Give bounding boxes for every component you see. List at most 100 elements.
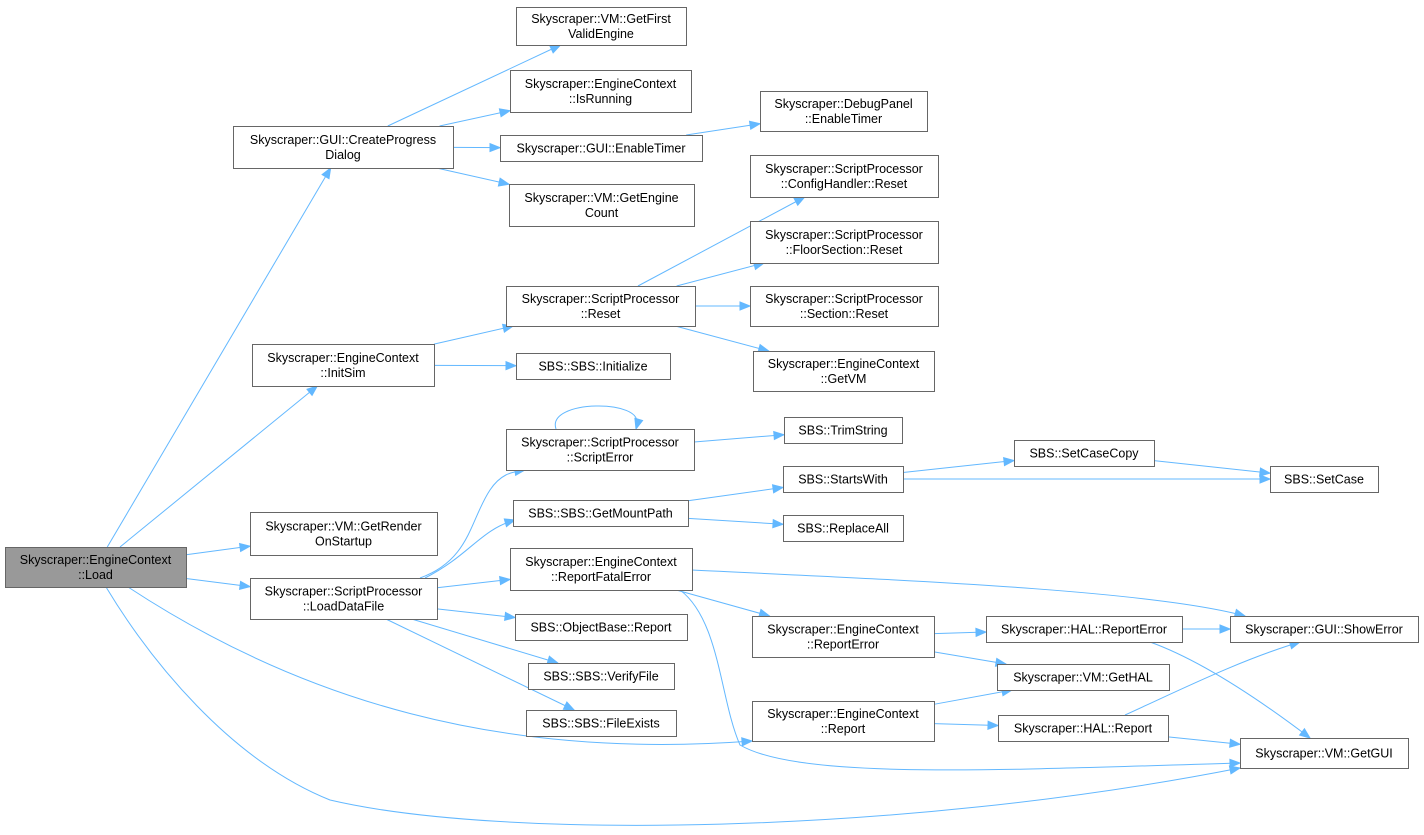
- node-getvm[interactable]: Skyscraper::EngineContext::GetVM: [753, 351, 935, 392]
- edge-line: [1149, 641, 1311, 739]
- arrowhead-icon: [498, 108, 512, 118]
- node-objreport[interactable]: SBS::ObjectBase::Report: [515, 614, 688, 641]
- edge-line: [686, 123, 761, 136]
- edge-reportfatal-to-getgui: [679, 589, 1242, 771]
- node-label: Dialog: [325, 148, 360, 162]
- node-gethal[interactable]: Skyscraper::VM::GetHAL: [997, 664, 1170, 691]
- node-box: [500, 135, 703, 162]
- edge-ecreporterror-to-gethal: [933, 651, 1008, 667]
- edge-line: [424, 519, 516, 579]
- edge-load-to-initsim: [119, 385, 319, 548]
- node-label: ::Report: [821, 722, 866, 736]
- edge-load-to-ecreport: [127, 586, 754, 747]
- node-getgui[interactable]: Skyscraper::VM::GetGUI: [1240, 738, 1409, 769]
- node-gui_enabletimer[interactable]: Skyscraper::GUI::EnableTimer: [500, 135, 703, 162]
- node-getmountpath[interactable]: SBS::SBS::GetMountPath: [513, 500, 689, 527]
- node-box: [752, 701, 935, 742]
- node-label: ValidEngine: [568, 27, 634, 41]
- arrowhead-icon: [1229, 758, 1242, 769]
- node-box: [750, 286, 939, 327]
- node-setcase[interactable]: SBS::SetCase: [1270, 466, 1379, 493]
- node-label: Skyscraper::VM::GetFirst: [531, 12, 671, 26]
- node-sectionreset[interactable]: Skyscraper::ScriptProcessor::Section::Re…: [750, 286, 939, 327]
- node-box: [1240, 738, 1409, 769]
- edge-loaddatafile-to-reportfatal: [436, 575, 512, 589]
- arrowhead-icon: [773, 430, 786, 441]
- node-label: Skyscraper::ScriptProcessor: [765, 292, 923, 306]
- node-fileexists[interactable]: SBS::SBS::FileExists: [526, 710, 677, 737]
- node-halreporterror[interactable]: Skyscraper::HAL::ReportError: [986, 616, 1183, 643]
- node-reportfatal[interactable]: Skyscraper::EngineContext::ReportFatalEr…: [510, 548, 693, 591]
- edge-scripterror-to-scripterror: [555, 405, 644, 431]
- arrowhead-icon: [1219, 624, 1232, 634]
- node-label: Skyscraper::VM::GetRender: [265, 520, 421, 534]
- node-replaceall[interactable]: SBS::ReplaceAll: [783, 515, 904, 542]
- node-label: OnStartup: [315, 535, 372, 549]
- node-label: Count: [585, 206, 619, 220]
- node-label: SBS::TrimString: [798, 424, 887, 438]
- node-box: [986, 616, 1183, 643]
- node-scripterror[interactable]: Skyscraper::ScriptProcessor::ScriptError: [506, 429, 695, 471]
- edge-load-to-loaddatafile: [185, 577, 252, 591]
- node-label: SBS::ObjectBase::Report: [530, 621, 672, 635]
- node-box: [506, 429, 695, 471]
- arrowhead-icon: [505, 360, 518, 371]
- node-label: ::EnableTimer: [805, 112, 882, 126]
- node-box: [250, 512, 438, 556]
- arrowhead-icon: [238, 542, 252, 553]
- edge-line: [676, 589, 770, 617]
- edge-createprogress-to-getenginecount: [436, 167, 511, 187]
- edge-line: [436, 608, 516, 618]
- node-box: [528, 663, 675, 690]
- node-label: Skyscraper::VM::GetGUI: [1255, 747, 1393, 761]
- node-setcasecopy[interactable]: SBS::SetCaseCopy: [1014, 440, 1155, 467]
- node-halreport[interactable]: Skyscraper::HAL::Report: [998, 715, 1169, 742]
- node-showerror[interactable]: Skyscraper::GUI::ShowError: [1230, 616, 1419, 643]
- node-box: [252, 344, 435, 387]
- node-box: [510, 548, 693, 591]
- node-spreset[interactable]: Skyscraper::ScriptProcessor::Reset: [506, 286, 696, 327]
- node-box: [233, 126, 454, 169]
- edge-line: [555, 405, 637, 430]
- edge-getmountpath-to-startswith: [687, 484, 785, 502]
- node-isrunning[interactable]: Skyscraper::EngineContext::IsRunning: [510, 70, 692, 113]
- node-ecreport[interactable]: Skyscraper::EngineContext::Report: [752, 701, 935, 742]
- node-load[interactable]: Skyscraper::EngineContext::Load: [5, 547, 187, 588]
- node-configreset[interactable]: Skyscraper::ScriptProcessor::ConfigHandl…: [750, 155, 939, 198]
- edges-layer: [105, 44, 1312, 826]
- node-sbsinit[interactable]: SBS::SBS::Initialize: [516, 353, 671, 380]
- node-verifyfile[interactable]: SBS::SBS::VerifyFile: [528, 663, 675, 690]
- node-floorreset[interactable]: Skyscraper::ScriptProcessor::FloorSectio…: [750, 221, 939, 264]
- node-initsim[interactable]: Skyscraper::EngineContext::InitSim: [252, 344, 435, 387]
- arrowhead-icon: [238, 580, 252, 591]
- node-loaddatafile[interactable]: Skyscraper::ScriptProcessor::LoadDataFil…: [250, 578, 438, 620]
- edge-startswith-to-setcasecopy: [902, 456, 1016, 474]
- node-box: [783, 466, 904, 493]
- arrowhead-icon: [741, 737, 754, 747]
- edge-line: [676, 262, 765, 287]
- node-box: [760, 91, 928, 132]
- edge-line: [933, 689, 1013, 705]
- edge-spreset-to-floorreset: [676, 261, 766, 287]
- node-label: ::ReportError: [807, 638, 879, 652]
- node-trimstring[interactable]: SBS::TrimString: [784, 417, 903, 444]
- edge-line: [675, 325, 769, 352]
- edge-line: [1167, 736, 1241, 745]
- node-debug_enabletimer[interactable]: Skyscraper::DebugPanel::EnableTimer: [760, 91, 928, 132]
- edge-halreporterror-to-showerror: [1182, 624, 1232, 634]
- node-startswith[interactable]: SBS::StartsWith: [783, 466, 904, 493]
- node-label: SBS::SetCaseCopy: [1029, 447, 1139, 461]
- arrowhead-icon: [987, 720, 1000, 730]
- edge-createprogress-to-isrunning: [439, 108, 512, 127]
- node-ecreporterror[interactable]: Skyscraper::EngineContext::ReportError: [752, 616, 935, 658]
- edge-spreset-to-configreset: [637, 196, 806, 287]
- edge-line: [637, 196, 805, 287]
- node-label: SBS::ReplaceAll: [797, 522, 889, 536]
- edge-ecreporterror-to-halreporterror: [933, 627, 988, 638]
- edge-startswith-to-setcase: [903, 474, 1272, 484]
